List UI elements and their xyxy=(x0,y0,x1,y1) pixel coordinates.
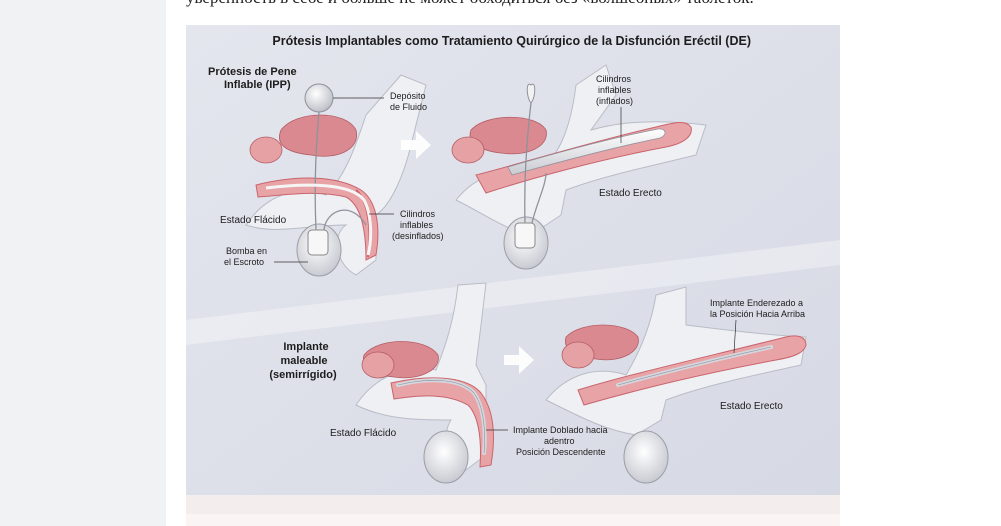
reservoir-label-line2: de Fluido xyxy=(390,102,427,112)
pump-label-line2: el Escroto xyxy=(224,257,264,267)
malleable-heading-line1: Implante xyxy=(283,341,328,353)
panel-malleable-flaccid xyxy=(355,282,534,484)
bent-label-line2: adentro xyxy=(544,436,575,446)
ipp-heading-line2: Inflable (IPP) xyxy=(224,79,291,91)
panel-malleable-erect xyxy=(545,286,807,484)
panel-ipp-erect xyxy=(451,64,707,270)
ed-implant-illustration: Prótesis Implantables como Tratamiento Q… xyxy=(186,25,840,514)
inflated-label-line3: (inflados) xyxy=(596,96,633,106)
straight-label-line1: Implante Enderezado a xyxy=(710,298,803,308)
intro-paragraph: уверенность в себе и больше не может обх… xyxy=(186,0,846,8)
figure-background xyxy=(186,25,840,514)
malleable-heading-line2: maleable xyxy=(280,355,327,367)
bent-label-line1: Implante Doblado hacia xyxy=(513,425,608,435)
ipp-heading-line1: Prótesis de Pene xyxy=(208,66,297,78)
erect-state-bottom-label: Estado Erecto xyxy=(720,401,783,412)
bent-label-line3: Posición Descendente xyxy=(516,447,606,457)
arrow-icon xyxy=(401,131,431,159)
reservoir-label-line1: Depósito xyxy=(390,91,426,101)
deflated-label-line3: (desinflados) xyxy=(392,231,444,241)
figure-bottom-strip xyxy=(186,514,840,526)
flaccid-state-bottom-label: Estado Flácido xyxy=(330,428,397,439)
straight-label-line2: la Posición Hacia Arriba xyxy=(710,309,805,319)
pump-label-line1: Bomba en xyxy=(226,246,267,256)
panel-ipp-flaccid xyxy=(245,74,431,277)
arrow-icon xyxy=(504,346,534,374)
deflated-label-line1: Cilindros xyxy=(400,209,436,219)
flaccid-state-top-label: Estado Flácido xyxy=(220,215,287,226)
deflated-label-line2: inflables xyxy=(400,220,434,230)
figure-title: Prótesis Implantables como Tratamiento Q… xyxy=(272,34,751,48)
inflated-label-line1: Cilindros xyxy=(596,74,632,84)
malleable-heading-line3: (semirrígido) xyxy=(269,369,337,381)
erect-state-top-label: Estado Erecto xyxy=(599,188,662,199)
inflated-label-line2: inflables xyxy=(598,85,632,95)
